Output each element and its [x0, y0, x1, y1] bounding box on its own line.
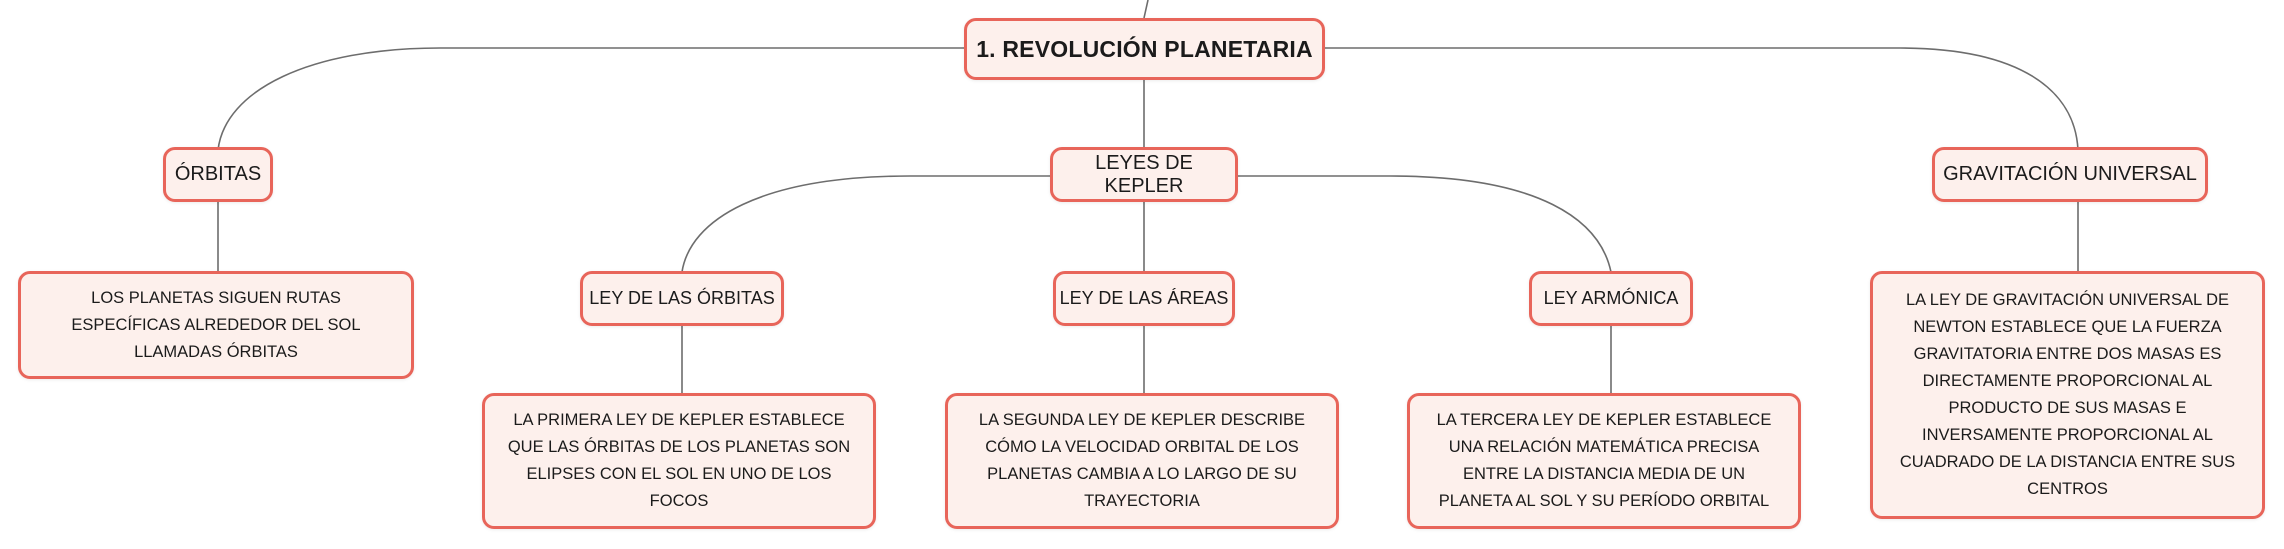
law-ley-armonica-label: LEY ARMÓNICA — [1543, 288, 1679, 308]
detail-ley-de-las-areas-text: LA SEGUNDA LEY DE KEPLER DESCRIBE CÓMO L… — [978, 411, 1306, 510]
topic-orbitas-label: ÓRBITAS — [174, 163, 262, 185]
law-ley-armonica[interactable]: LEY ARMÓNICA — [1529, 271, 1693, 326]
detail-orbitas-text: LOS PLANETAS SIGUEN RUTAS ESPECÍFICAS AL… — [71, 288, 361, 361]
detail-ley-de-las-areas[interactable]: LA SEGUNDA LEY DE KEPLER DESCRIBE CÓMO L… — [945, 393, 1339, 529]
topic-leyes-de-kepler[interactable]: LEYES DE KEPLER — [1050, 147, 1238, 202]
detail-gravitacion-universal-text: LA LEY DE GRAVITACIÓN UNIVERSAL DE NEWTO… — [1899, 291, 2236, 498]
law-ley-de-las-orbitas[interactable]: LEY DE LAS ÓRBITAS — [580, 271, 784, 326]
connector-root-orbitas — [217, 47, 964, 151]
detail-ley-armonica[interactable]: LA TERCERA LEY DE KEPLER ESTABLECE UNA R… — [1407, 393, 1801, 529]
connector-root-gravitacion — [1325, 47, 2079, 151]
connector-kepler-ley-armonica — [1238, 175, 1612, 273]
detail-orbitas[interactable]: LOS PLANETAS SIGUEN RUTAS ESPECÍFICAS AL… — [18, 271, 414, 379]
law-ley-de-las-orbitas-label: LEY DE LAS ÓRBITAS — [589, 288, 775, 308]
law-ley-de-las-areas-label: LEY DE LAS ÁREAS — [1059, 288, 1229, 308]
law-ley-de-las-areas[interactable]: LEY DE LAS ÁREAS — [1053, 271, 1235, 326]
root-node[interactable]: 1. REVOLUCIÓN PLANETARIA — [964, 18, 1325, 80]
connector-kepler-ley-orbitas — [681, 175, 1050, 273]
detail-ley-de-las-orbitas[interactable]: LA PRIMERA LEY DE KEPLER ESTABLECE QUE L… — [482, 393, 876, 529]
detail-ley-armonica-text: LA TERCERA LEY DE KEPLER ESTABLECE UNA R… — [1436, 411, 1772, 510]
detail-ley-de-las-orbitas-text: LA PRIMERA LEY DE KEPLER ESTABLECE QUE L… — [507, 411, 851, 510]
topic-orbitas[interactable]: ÓRBITAS — [163, 147, 273, 202]
topic-gravitacion-universal-label: GRAVITACIÓN UNIVERSAL — [1943, 163, 2197, 185]
root-node-label: 1. REVOLUCIÓN PLANETARIA — [976, 35, 1313, 62]
topic-gravitacion-universal[interactable]: GRAVITACIÓN UNIVERSAL — [1932, 147, 2208, 202]
detail-gravitacion-universal[interactable]: LA LEY DE GRAVITACIÓN UNIVERSAL DE NEWTO… — [1870, 271, 2265, 519]
connector-parent — [1143, 0, 1149, 19]
topic-leyes-de-kepler-label: LEYES DE KEPLER — [1095, 151, 1193, 197]
